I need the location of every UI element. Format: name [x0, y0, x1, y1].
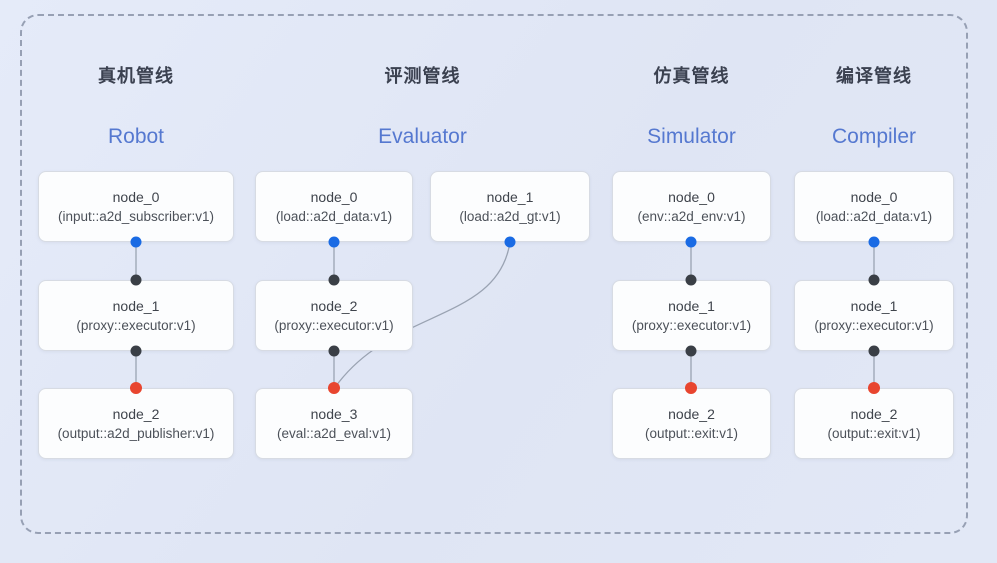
source-output-port-dot — [868, 236, 880, 248]
pipeline-title-cn: 仿真管线 — [653, 66, 730, 86]
node-card-comp-0[interactable]: node_0 (load::a2d_data:v1) — [794, 171, 954, 242]
node-card-eval-2[interactable]: node_2 (proxy::executor:v1) — [255, 280, 413, 351]
node-title: node_2 — [310, 298, 358, 314]
node-card-sim-1[interactable]: node_1 (proxy::executor:v1) — [612, 280, 771, 351]
pipeline-title-en: Evaluator — [378, 125, 467, 148]
node-subtitle: (output::exit:v1) — [827, 426, 921, 441]
node-title: node_2 — [850, 406, 898, 422]
pipeline-title-en: Simulator — [647, 125, 736, 148]
node-subtitle: (proxy::executor:v1) — [274, 318, 394, 333]
executor-output-port-dot — [868, 345, 880, 357]
source-output-port-dot — [685, 236, 697, 248]
edge-eval-n1-n3-curve — [335, 241, 511, 387]
node-subtitle: (proxy::executor:v1) — [814, 318, 934, 333]
node-card-sim-0[interactable]: node_0 (env::a2d_env:v1) — [612, 171, 771, 242]
node-subtitle: (eval::a2d_eval:v1) — [276, 426, 392, 441]
source-output-port-dot — [130, 236, 142, 248]
executor-output-port-dot — [685, 345, 697, 357]
executor-input-port-dot — [130, 274, 142, 286]
source-output-port-dot — [328, 236, 340, 248]
node-title: node_0 — [668, 189, 715, 205]
sink-input-port-dot — [130, 382, 142, 394]
node-subtitle: (load::a2d_data:v1) — [815, 209, 933, 224]
node-card-comp-2[interactable]: node_2 (output::exit:v1) — [794, 388, 954, 459]
pipeline-title-en: Compiler — [831, 125, 917, 148]
pipeline-title-en: Robot — [107, 125, 165, 148]
node-subtitle: (proxy::executor:v1) — [76, 318, 196, 333]
node-title: node_0 — [850, 189, 898, 205]
sink-input-port-dot — [328, 382, 340, 394]
node-title: node_0 — [310, 189, 358, 205]
pipeline-header-compiler: 编译管线 Compiler — [794, 64, 954, 150]
node-subtitle: (load::a2d_gt:v1) — [459, 209, 561, 224]
node-title: node_1 — [850, 298, 898, 314]
pipeline-title-cn: 评测管线 — [384, 66, 461, 86]
node-card-robot-0[interactable]: node_0 (input::a2d_subscriber:v1) — [38, 171, 234, 242]
executor-input-port-dot — [328, 274, 340, 286]
node-card-comp-1[interactable]: node_1 (proxy::executor:v1) — [794, 280, 954, 351]
node-card-eval-0[interactable]: node_0 (load::a2d_data:v1) — [255, 171, 413, 242]
pipeline-header-robot: 真机管线 Robot — [38, 64, 234, 150]
pipeline-title-cn: 真机管线 — [98, 66, 174, 86]
node-title: node_2 — [112, 406, 160, 422]
executor-output-port-dot — [328, 345, 340, 357]
executor-input-port-dot — [868, 274, 880, 286]
node-title: node_1 — [112, 298, 160, 314]
executor-output-port-dot — [130, 345, 142, 357]
sink-input-port-dot — [868, 382, 880, 394]
node-card-eval-3[interactable]: node_3 (eval::a2d_eval:v1) — [255, 388, 413, 459]
pipeline-title-cn: 编译管线 — [836, 66, 912, 86]
source-output-port-dot — [504, 236, 516, 248]
node-card-eval-1[interactable]: node_1 (load::a2d_gt:v1) — [430, 171, 590, 242]
pipeline-header-simulator: 仿真管线 Simulator — [612, 64, 771, 150]
node-card-sim-2[interactable]: node_2 (output::exit:v1) — [612, 388, 771, 459]
node-subtitle: (input::a2d_subscriber:v1) — [57, 209, 215, 224]
node-subtitle: (env::a2d_env:v1) — [637, 209, 746, 224]
executor-input-port-dot — [685, 274, 697, 286]
node-title: node_3 — [310, 406, 358, 422]
node-title: node_1 — [668, 298, 715, 314]
node-subtitle: (output::exit:v1) — [644, 426, 739, 441]
sink-input-port-dot — [685, 382, 697, 394]
node-title: node_2 — [668, 406, 715, 422]
node-title: node_0 — [112, 189, 160, 205]
dashed-frame — [20, 14, 968, 534]
node-subtitle: (output::a2d_publisher:v1) — [57, 426, 215, 441]
node-title: node_1 — [486, 189, 534, 205]
node-subtitle: (proxy::executor:v1) — [631, 318, 752, 333]
node-subtitle: (load::a2d_data:v1) — [275, 209, 393, 224]
node-card-robot-1[interactable]: node_1 (proxy::executor:v1) — [38, 280, 234, 351]
pipeline-header-evaluator: 评测管线 Evaluator — [255, 64, 590, 150]
node-card-robot-2[interactable]: node_2 (output::a2d_publisher:v1) — [38, 388, 234, 459]
